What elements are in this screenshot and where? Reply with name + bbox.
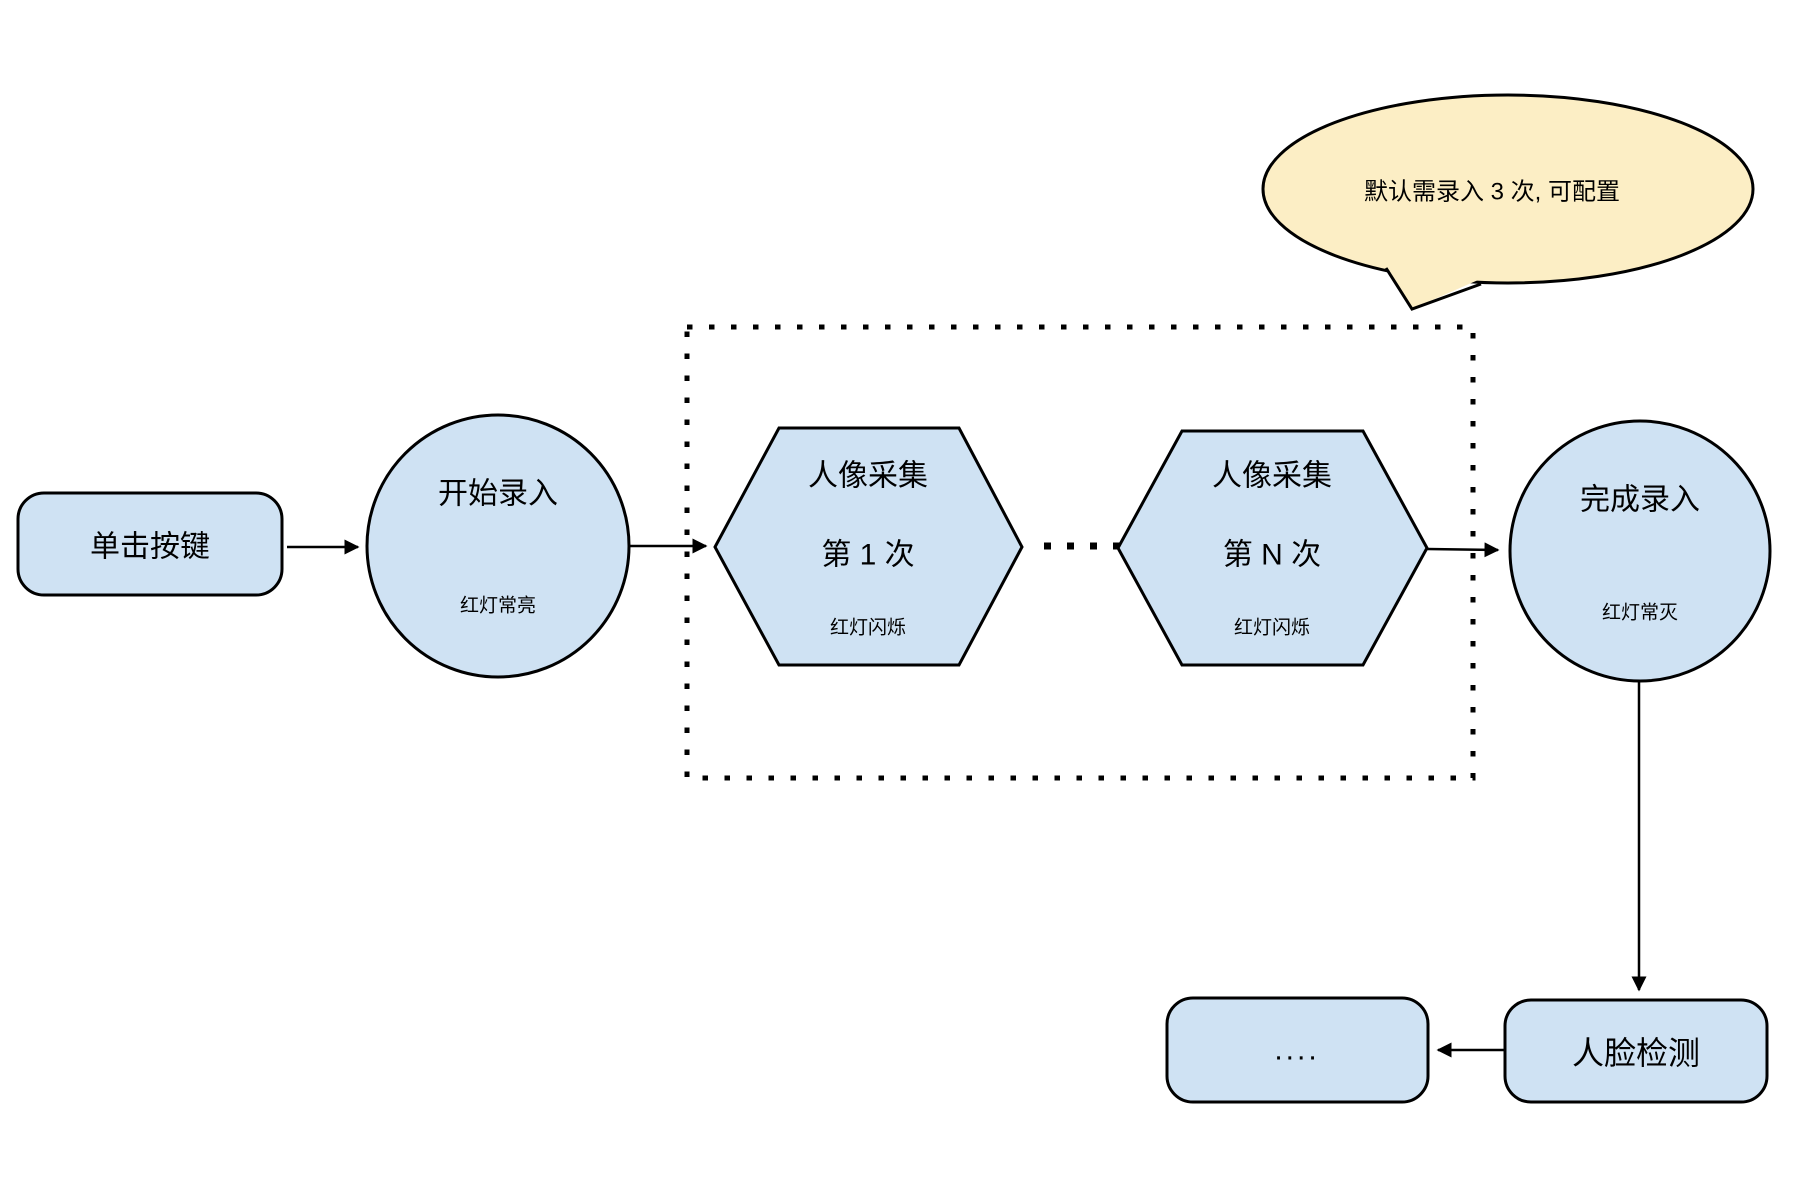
node-capture-nth: 人像采集 第 N 次 红灯闪烁: [1116, 429, 1429, 667]
capture-first-title: 人像采集: [808, 460, 928, 493]
capture-first-sequence: 第 1 次: [821, 539, 914, 572]
click-button-shape: [16, 491, 284, 597]
repeat-group-dotted-box: [684, 324, 1476, 781]
capture-nth-title: 人像采集: [1212, 460, 1332, 493]
click-button-label: 单击按键: [90, 531, 210, 564]
node-ellipsis: ....: [1165, 996, 1430, 1104]
start-entry-status: 红灯常亮: [460, 595, 536, 617]
capture-nth-sequence: 第 N 次: [1223, 539, 1321, 572]
ellipsis-label: ....: [1274, 1034, 1319, 1067]
callout-ellipse: [1261, 93, 1755, 285]
node-start-entry: 开始录入 红灯常亮: [365, 413, 631, 679]
finish-entry-title: 完成录入: [1580, 484, 1700, 517]
capture-first-status: 红灯闪烁: [830, 617, 906, 639]
face-detection-label: 人脸检测: [1572, 1035, 1700, 1071]
capture-nth-status: 红灯闪烁: [1234, 617, 1310, 639]
node-finish-entry: 完成录入 红灯常灭: [1508, 419, 1772, 683]
capture-nth-shape: [1116, 429, 1429, 667]
callout-tail-fill: [1383, 260, 1485, 309]
ellipsis-shape: [1165, 996, 1430, 1104]
callout-tail-outline: [1384, 267, 1482, 311]
start-entry-title: 开始录入: [438, 478, 558, 511]
capture-first-shape: [713, 426, 1024, 667]
finish-entry-status: 红灯常灭: [1602, 602, 1678, 624]
callout-text: 默认需录入 3 次, 可配置: [1364, 179, 1620, 206]
node-capture-first: 人像采集 第 1 次 红灯闪烁: [713, 426, 1024, 667]
arrow-capture-to-finish: [1426, 542, 1500, 558]
callout-bubble: 默认需录入 3 次, 可配置: [1261, 93, 1755, 311]
start-entry-shape: [365, 413, 631, 679]
node-click-button: 单击按键: [16, 491, 284, 597]
finish-entry-shape: [1508, 419, 1772, 683]
node-face-detection: 人脸检测: [1503, 998, 1769, 1104]
